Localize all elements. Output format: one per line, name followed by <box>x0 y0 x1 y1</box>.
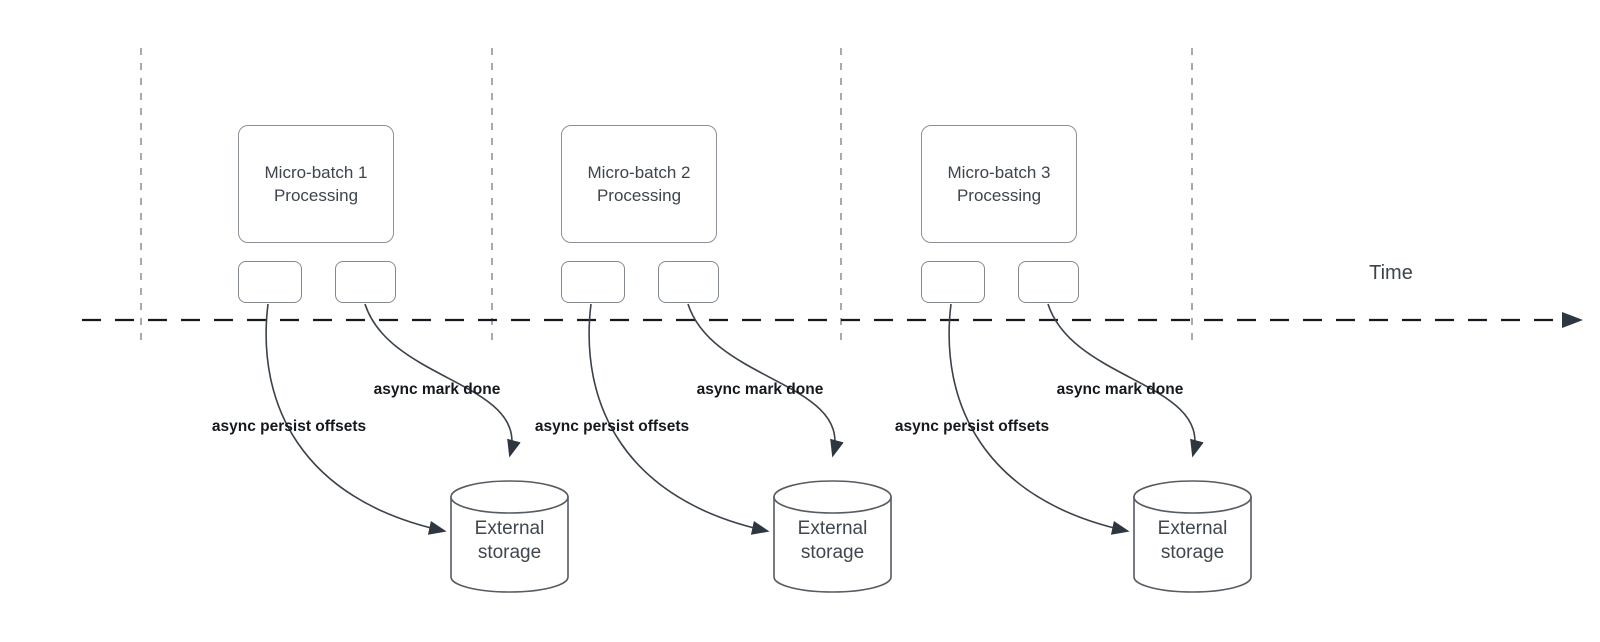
mark-done-label-2: async mark done <box>696 381 824 398</box>
microbatch-3-processing-box: Micro-batch 3 Processing <box>921 125 1077 243</box>
mark-done-task-box-1 <box>335 261 396 303</box>
storage-cylinder-3-lid <box>1133 480 1252 514</box>
persist-offsets-label-1: async persist offsets <box>211 418 367 435</box>
mark-done-arrow-3 <box>1047 303 1204 458</box>
microbatch-2-title: Micro-batch 2 Processing <box>587 163 691 205</box>
persist-offsets-label-3: async persist offsets <box>894 418 1050 435</box>
mark-done-task-box-2 <box>658 261 719 303</box>
external-storage-label-1: External storage <box>474 518 545 563</box>
storage-cylinder-1 <box>450 496 569 593</box>
mark-done-arrow-1 <box>364 303 521 458</box>
microbatch-3-title: Micro-batch 3 Processing <box>947 163 1051 205</box>
mark-done-arrow-2 <box>687 303 844 458</box>
persist-offsets-task-box-3 <box>921 261 985 303</box>
microbatch-1-processing-box: Micro-batch 1 Processing <box>238 125 394 243</box>
persist-offsets-arrow-1 <box>265 303 447 535</box>
microbatch-1-title: Micro-batch 1 Processing <box>264 163 368 205</box>
mark-done-label-3: async mark done <box>1056 381 1184 398</box>
storage-cylinder-1-lid <box>450 480 569 514</box>
external-storage-label-3: External storage <box>1157 518 1228 563</box>
microbatch-group-3: Micro-batch 3 Processing async persist o… <box>895 0 1341 642</box>
external-storage-label-2: External storage <box>797 518 868 563</box>
persist-offsets-task-box-2 <box>561 261 625 303</box>
microbatch-2-processing-box: Micro-batch 2 Processing <box>561 125 717 243</box>
persist-offsets-arrow-2 <box>588 303 770 535</box>
time-axis-arrowhead-icon <box>1562 312 1583 328</box>
persist-offsets-label-2: async persist offsets <box>534 418 690 435</box>
storage-cylinder-3 <box>1133 496 1252 593</box>
microbatch-group-2: Micro-batch 2 Processing async persist o… <box>535 0 981 642</box>
mark-done-label-1: async mark done <box>373 381 501 398</box>
storage-cylinder-2-lid <box>773 480 892 514</box>
persist-offsets-task-box-1 <box>238 261 302 303</box>
microbatch-group-1: Micro-batch 1 Processing async persist o… <box>212 0 658 642</box>
persist-offsets-arrow-3 <box>948 303 1130 535</box>
time-axis-label: Time <box>1369 262 1413 284</box>
storage-cylinder-2 <box>773 496 892 593</box>
mark-done-task-box-3 <box>1018 261 1079 303</box>
